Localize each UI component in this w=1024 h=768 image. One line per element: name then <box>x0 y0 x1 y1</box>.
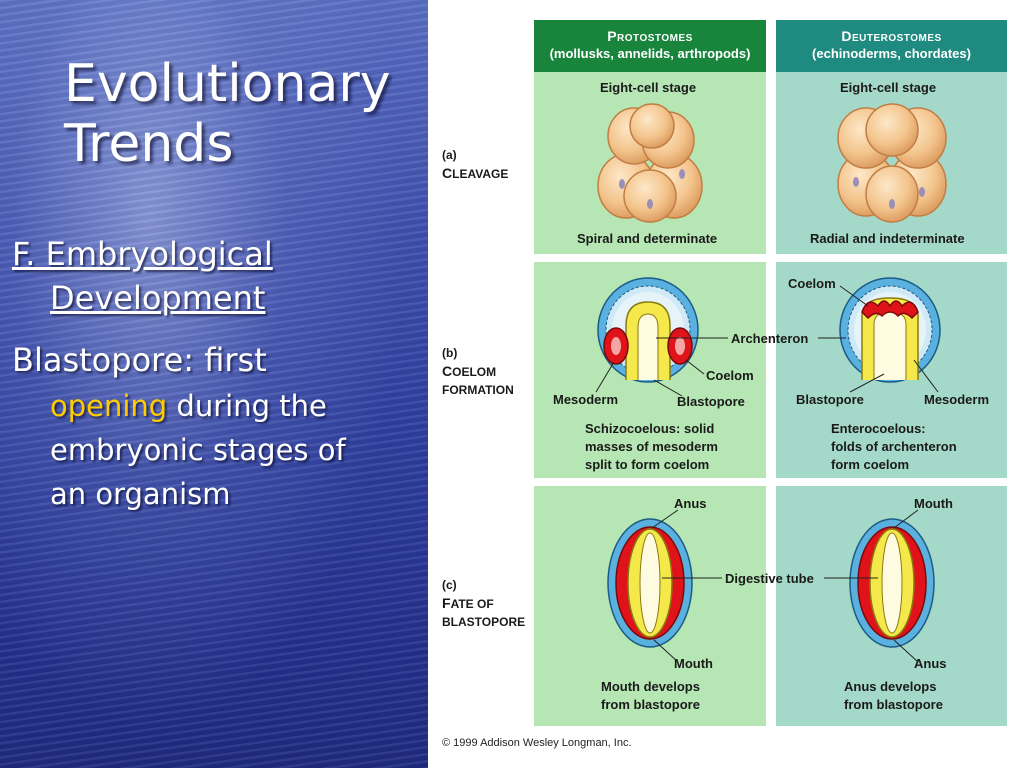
proto-gastrula-fate <box>607 518 693 648</box>
deutero-gastrula-fate <box>849 518 935 648</box>
fate-name-rest: ATE OF <box>450 597 494 611</box>
deutero-cleavage-panel <box>776 72 1007 254</box>
proto-cleavage-panel <box>534 72 766 254</box>
section-heading-line-1: F. Embryological <box>12 235 273 273</box>
proto-coelom-label: Coelom <box>706 368 754 383</box>
definition-highlight: opening <box>50 389 168 423</box>
fate-name-line-2: BLASTOPORE <box>442 615 526 629</box>
cleavage-name-rest: LEAVAGE <box>452 167 509 181</box>
embryology-diagram: Protostomes (mollusks, annelids, arthrop… <box>428 0 1024 768</box>
mouth-develops-caption: Mouth develops from blastopore <box>601 678 700 714</box>
coelom-name-line-2: FORMATION <box>442 383 514 397</box>
schizocoelous-caption: Schizocoelous: solid masses of mesoderm … <box>585 420 718 474</box>
schizocoelous-embryo <box>597 277 699 383</box>
mouth-develops-caption-2: from blastopore <box>601 697 700 712</box>
spiral-determinate-caption: Spiral and determinate <box>577 231 718 246</box>
cleavage-name-first: C <box>442 165 453 181</box>
coelom-leader-lines <box>595 285 939 397</box>
deutero-anus-label: Anus <box>914 656 947 671</box>
anus-develops-caption: Anus develops from blastopore <box>844 678 943 714</box>
deutero-eight-cell-label: Eight-cell stage <box>840 80 937 95</box>
fate-name-first: F <box>442 595 451 611</box>
deutero-coelom-label: Coelom <box>788 276 836 291</box>
archenteron-label: Archenteron <box>731 331 809 346</box>
proto-mouth-label: Mouth <box>674 656 713 671</box>
schizocoelous-caption-1: Schizocoelous: solid <box>585 421 715 436</box>
spiral-eight-cell-embryo <box>597 103 703 223</box>
proto-eight-cell-label: Eight-cell stage <box>600 80 697 95</box>
enterocoelous-caption-3: form coelom <box>831 457 910 472</box>
fate-side-label: (c) FATE OF BLASTOPORE <box>442 576 525 631</box>
enterocoelous-caption-1: Enterocoelous: <box>831 421 926 436</box>
deuterostomes-header: Deuterostomes (echinoderms, chordates) <box>776 20 1007 72</box>
slide-title: Evolutionary Trends <box>64 54 390 174</box>
protostomes-header: Protostomes (mollusks, annelids, arthrop… <box>534 20 766 72</box>
cleavage-side-label: (a) CLEAVAGE <box>442 146 508 183</box>
deutero-mesoderm-label: Mesoderm <box>924 392 990 407</box>
slide-text-panel: Evolutionary Trends F. Embryological Dev… <box>0 0 428 768</box>
proto-anus-label: Anus <box>674 496 707 511</box>
radial-indeterminate-caption: Radial and indeterminate <box>810 231 965 246</box>
coelom-side-label: (b) COELOM FORMATION <box>442 344 514 399</box>
definition-part-3: an organism <box>50 477 231 511</box>
definition-part-1: during the <box>167 389 327 423</box>
definition-part-2: embryonic stages of <box>50 433 346 467</box>
coelom-name-first: C <box>442 363 453 379</box>
slide-title-line-1: Evolutionary <box>64 54 391 114</box>
deuterostomes-groups: (echinoderms, chordates) <box>812 46 971 61</box>
schizocoelous-caption-2: masses of mesoderm <box>585 439 718 454</box>
protostomes-groups: (mollusks, annelids, arthropods) <box>549 46 751 61</box>
enterocoelous-caption: Enterocoelous: folds of archenteron form… <box>831 420 957 474</box>
definition-text: opening during the embryonic stages of a… <box>50 384 420 516</box>
cleavage-tag: (a) <box>442 148 457 162</box>
radial-eight-cell-embryo <box>837 103 947 223</box>
proto-blastopore-label: Blastopore <box>677 394 745 409</box>
deutero-mouth-label: Mouth <box>914 496 953 511</box>
protostomes-title: Protostomes <box>607 28 693 44</box>
anus-develops-caption-2: from blastopore <box>844 697 943 712</box>
coelom-name-rest: OELOM <box>452 365 497 379</box>
deutero-blastopore-label: Blastopore <box>796 392 864 407</box>
enterocoelous-caption-2: folds of archenteron <box>831 439 957 454</box>
slide-title-line-2: Trends <box>64 114 234 174</box>
mouth-develops-caption-1: Mouth develops <box>601 679 700 694</box>
proto-mesoderm-label: Mesoderm <box>553 392 619 407</box>
term-line: Blastopore: first <box>12 341 267 379</box>
coelom-tag: (b) <box>442 346 458 360</box>
section-heading-line-2: Development <box>50 279 266 317</box>
fate-leader-lines <box>651 509 919 663</box>
fate-tag: (c) <box>442 578 457 592</box>
copyright-text: © 1999 Addison Wesley Longman, Inc. <box>442 737 632 749</box>
anus-develops-caption-1: Anus develops <box>844 679 937 694</box>
schizocoelous-caption-3: split to form coelom <box>585 457 710 472</box>
section-heading: F. Embryological Development <box>12 232 273 320</box>
digestive-tube-label: Digestive tube <box>725 571 814 586</box>
deuterostomes-title: Deuterostomes <box>841 28 942 44</box>
